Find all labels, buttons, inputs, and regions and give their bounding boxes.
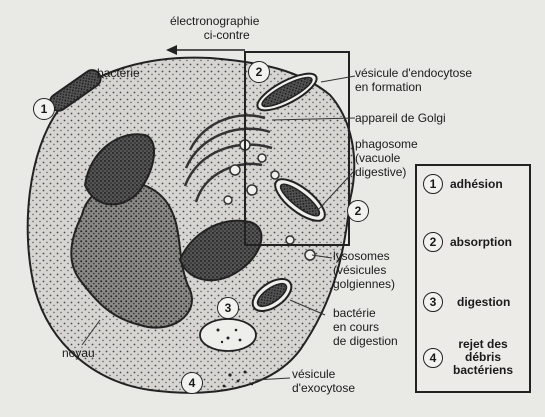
label-bacterie: bactérie [97,66,140,80]
stage-number-2-top: 2 [248,61,270,83]
legend-text: digestion [457,296,510,309]
legend-text: rejet des débris bactériens [453,338,513,377]
label-bacterie-digestion: bactérie en cours de digestion [333,306,398,348]
legend-item-adhesion: 1 adhésion [423,174,503,194]
legend-item-digestion: 3 digestion [423,292,510,312]
label-lysosomes: lysosomes (vésicules golgiennes) [333,249,395,291]
label-noyau: noyau [62,346,95,360]
legend-number: 2 [423,232,443,252]
stage-number-3: 3 [217,297,239,319]
legend-text: adhésion [450,178,503,191]
label-golgi: appareil de Golgi [355,111,446,125]
stage-number-2-right: 2 [347,200,369,222]
legend-item-absorption: 2 absorption [423,232,512,252]
label-vesicule-exocytose: vésicule d'exocytose [292,367,355,395]
legend-number: 3 [423,292,443,312]
label-phagosome: phagosome (vacuole digestive) [355,137,418,179]
legend-item-rejet: 4 rejet des débris bactériens [423,338,513,377]
digestion-vacuole [200,319,256,351]
label-vesicule-endocytose: vésicule d'endocytose en formation [355,66,472,94]
stage-number-1: 1 [33,98,55,120]
legend-text: absorption [450,236,512,249]
stage-number-4: 4 [181,372,203,394]
label-electronographie: électronographie ci-contre [170,14,259,42]
legend-number: 1 [423,174,443,194]
legend-box: 1 adhésion 2 absorption 3 digestion 4 re… [415,164,531,393]
legend-number: 4 [423,348,443,368]
